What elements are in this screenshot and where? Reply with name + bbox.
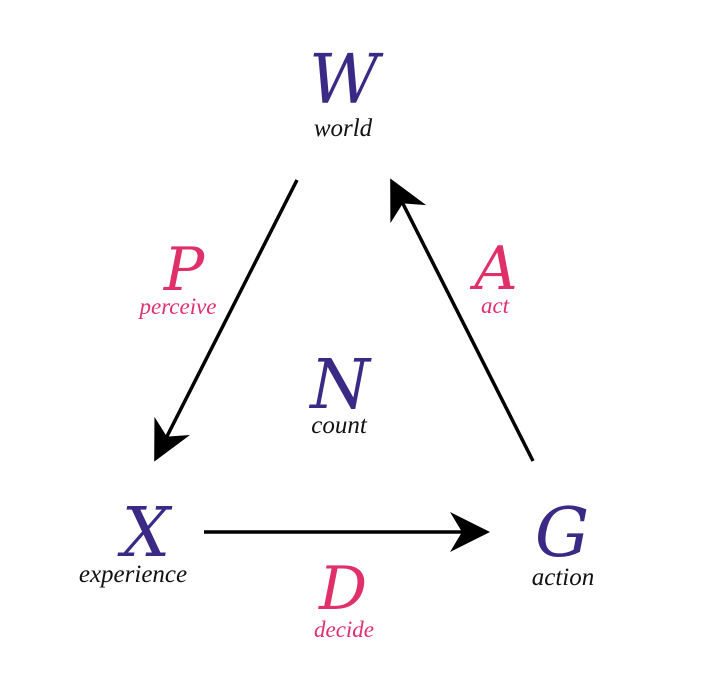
action-symbol: G (535, 494, 589, 573)
decide-label: decide (314, 617, 374, 642)
experience-label: experience (79, 561, 187, 588)
count-label: count (311, 412, 368, 439)
act-symbol: A (469, 234, 517, 304)
world-label: world (314, 115, 373, 142)
act-label: act (481, 293, 510, 318)
perceive-symbol: P (163, 235, 206, 305)
decide-symbol: D (318, 554, 367, 624)
count-symbol: N (308, 346, 372, 425)
experience-symbol: X (117, 494, 173, 573)
act-arrow (390, 178, 535, 462)
world-symbol: W (309, 41, 384, 120)
action-label: action (532, 564, 595, 591)
perceive-label: perceive (137, 294, 216, 319)
perceive-arrow (154, 179, 299, 462)
